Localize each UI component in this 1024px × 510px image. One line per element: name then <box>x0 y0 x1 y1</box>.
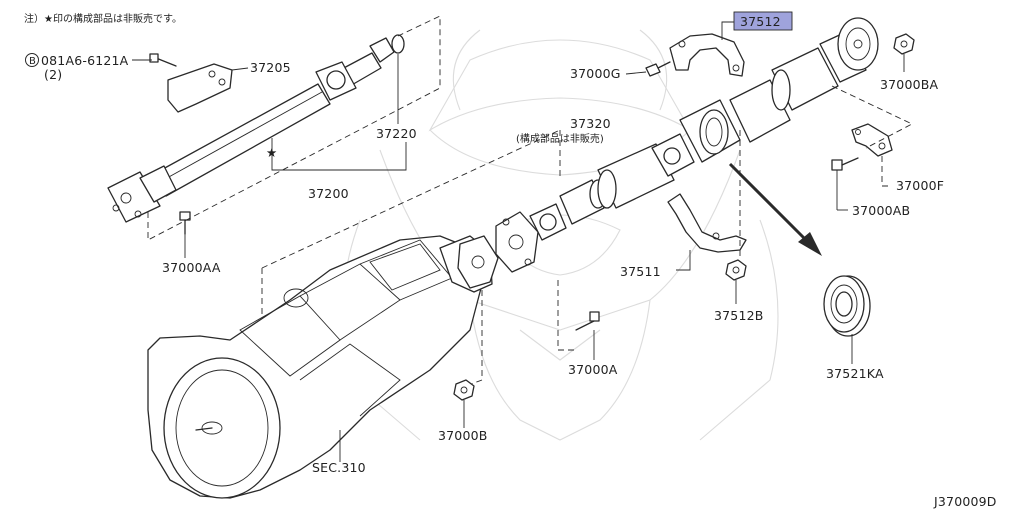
note-text: 注）★印の構成部品は非販売です。 <box>24 12 182 25</box>
bracket-37512 <box>669 33 745 77</box>
transmission-sec310 <box>147 235 499 499</box>
nut-37000BA <box>893 33 915 72</box>
bolt-spec-circle <box>25 53 39 67</box>
label-sec310: SEC.310 <box>312 460 366 475</box>
highlight-37512 <box>733 11 793 31</box>
bolt-37000G <box>645 61 671 77</box>
nut-37512B <box>725 259 747 304</box>
label-37512B: 37512B <box>714 308 764 323</box>
leader-37200 <box>271 138 407 171</box>
leader-37205 <box>231 67 249 71</box>
label-37000AA: 37000AA <box>162 260 221 275</box>
rear-shaft <box>729 17 879 143</box>
dashed-group-front <box>147 15 441 241</box>
diagram-code: J370009D <box>933 494 997 509</box>
label-37511: 37511 <box>620 264 661 279</box>
bracket-37511 <box>667 193 747 253</box>
arrow-indicator <box>728 162 822 256</box>
bolt-spec-prefix: B <box>29 56 36 67</box>
label-37000B: 37000B <box>438 428 488 443</box>
leader-37512 <box>721 21 734 40</box>
label-37000AB: 37000AB <box>852 203 910 218</box>
center-tube <box>597 143 675 209</box>
dashed-37000A <box>557 280 576 351</box>
bolt-37000A <box>575 311 600 360</box>
label-37512[interactable]: 37512 <box>740 14 781 29</box>
center-ujoint <box>651 99 741 177</box>
label-37521KA: 37521KA <box>826 366 884 381</box>
label-37000BA: 37000BA <box>880 77 939 92</box>
label-37320-note: (構成部品は非販売) <box>516 132 604 145</box>
leader-37511 <box>676 250 691 271</box>
label-37000A: 37000A <box>568 362 618 377</box>
front-propeller-shaft <box>107 37 395 223</box>
bracket-37205 <box>149 53 233 113</box>
label-37200: 37200 <box>308 186 349 201</box>
star-marker: ★ <box>266 145 277 160</box>
label-37000F: 37000F <box>896 178 944 193</box>
bearing-37521KA <box>823 275 871 364</box>
label-37205: 37205 <box>250 60 291 75</box>
dashed-rear <box>831 85 914 187</box>
label-37320: 37320 <box>570 116 611 131</box>
label-bolt-spec: 081A6-6121A <box>41 53 129 68</box>
label-37220: 37220 <box>376 126 417 141</box>
nut-37000B <box>453 379 475 428</box>
bolt-37000AA <box>179 211 191 235</box>
watermark-emblem <box>341 29 779 441</box>
o-ring-part <box>391 34 405 54</box>
plate-37000F <box>851 123 893 157</box>
dashed-group-trans <box>261 129 561 318</box>
center-shaft-37320 <box>495 179 607 273</box>
label-37000G: 37000G <box>570 66 621 81</box>
bolt-37000AB <box>831 157 859 211</box>
label-bolt-qty: (2) <box>44 67 62 82</box>
leader-37000G <box>625 71 647 75</box>
